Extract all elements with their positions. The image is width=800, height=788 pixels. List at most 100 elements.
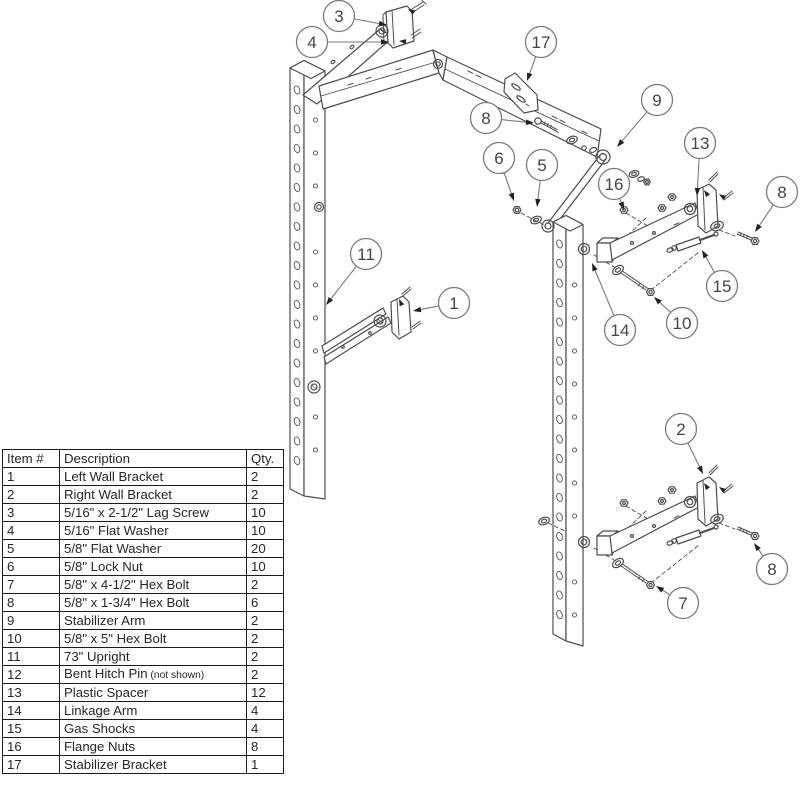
cell-qty: 1 [246, 755, 284, 774]
callout-number: 17 [532, 33, 551, 52]
callout-8: 8 [469, 101, 534, 135]
cell-item: 2 [2, 485, 60, 504]
callout-number: 13 [691, 134, 710, 153]
cell-qty: 4 [246, 719, 284, 738]
callout-number: 11 [357, 245, 375, 264]
screw-arrow-icon [719, 487, 727, 494]
cell-item: 8 [2, 593, 60, 612]
screw-direction-arrows [399, 9, 727, 494]
flange-nut-icon [619, 193, 677, 214]
callout-7: 7 [656, 586, 700, 620]
hex-bolt-10-icon [612, 264, 656, 296]
lock-nut-washer-upper [512, 206, 547, 227]
cell-qty: 10 [246, 503, 284, 522]
cell-item: 16 [2, 737, 60, 756]
right-wall-bracket-lower [696, 464, 734, 527]
callout-number: 14 [611, 321, 630, 340]
cell-qty: 2 [246, 485, 284, 504]
gas-shock [666, 524, 719, 546]
cell-description: Bent Hitch Pin (not shown) [59, 665, 247, 684]
hex-bolt-7-icon [612, 557, 656, 589]
cell-qty: 20 [246, 539, 284, 558]
callout-2: 2 [664, 412, 703, 474]
hex-bolt-top-icon [533, 117, 559, 133]
cell-description: Flange Nuts [59, 737, 247, 756]
callout-13: 13 [683, 126, 717, 196]
callout-number: 6 [494, 149, 503, 168]
callout-number: 8 [481, 109, 490, 128]
callout-number: 8 [777, 183, 786, 202]
cell-item: 15 [2, 719, 60, 738]
screw-arrow-icon [704, 190, 711, 198]
callout-8: 8 [755, 175, 799, 232]
callout-10: 10 [654, 297, 699, 340]
cell-qty: 2 [246, 647, 284, 666]
cell-description: 5/16" Flat Washer [59, 521, 247, 540]
cell-description: Stabilizer Arm [59, 611, 247, 630]
cell-item: 11 [2, 647, 60, 666]
callout-number: 5 [537, 156, 546, 175]
callout-number: 4 [307, 33, 316, 52]
cell-item: 10 [2, 629, 60, 648]
cell-qty: 8 [246, 737, 284, 756]
cell-qty: 2 [246, 467, 284, 486]
lower-linkage-assembly [538, 464, 760, 589]
callout-4: 4 [295, 25, 389, 59]
callout-9: 9 [617, 83, 674, 147]
cell-description: Stabilizer Bracket [59, 755, 247, 774]
header-qty: Qty. [246, 449, 284, 468]
callout-number: 2 [676, 420, 685, 439]
cell-description: Gas Shocks [59, 719, 247, 738]
cell-item: 13 [2, 683, 60, 702]
callout-11: 11 [326, 237, 383, 305]
callout-14: 14 [592, 263, 637, 347]
cell-description: 5/8" x 4-1/2" Hex Bolt [59, 575, 247, 594]
cell-qty: 10 [246, 557, 284, 576]
cell-item: 12 [2, 665, 60, 684]
lower-left-arm-assembly [321, 286, 422, 365]
callout-number: 7 [678, 594, 687, 613]
cell-description: 5/8" Flat Washer [59, 539, 247, 558]
gas-shock [666, 231, 719, 253]
table-header-row: Item # Description Qty. [2, 449, 284, 468]
callout-number: 9 [652, 91, 661, 110]
cell-item: 5 [2, 539, 60, 558]
cell-item: 4 [2, 521, 60, 540]
right-wall-bracket-upper [696, 171, 734, 234]
callout-5: 5 [525, 148, 559, 207]
cell-description: Plastic Spacer [59, 683, 247, 702]
callout-15: 15 [702, 250, 739, 303]
callout-3: 3 [322, 0, 387, 33]
cell-item: 3 [2, 503, 60, 522]
cell-item: 6 [2, 557, 60, 576]
stabilizer-bracket [503, 72, 539, 114]
callout-6: 6 [482, 141, 516, 201]
callout-number: 3 [334, 7, 343, 26]
callout-number: 16 [605, 175, 624, 194]
cell-description: 5/8" Lock Nut [59, 557, 247, 576]
cell-description: Linkage Arm [59, 701, 247, 720]
cell-description-note: (not shown) [147, 670, 205, 682]
callout-1: 1 [413, 286, 471, 320]
callout-number: 15 [713, 277, 732, 296]
cell-qty: 10 [246, 521, 284, 540]
callout-number: 1 [449, 294, 458, 313]
callout-16: 16 [597, 167, 631, 210]
screw-arrow-icon [719, 194, 727, 201]
cell-item: 1 [2, 467, 60, 486]
left-wall-bracket-lower [390, 286, 422, 340]
cell-item: 17 [2, 755, 60, 774]
screw-arrow-icon [408, 9, 416, 15]
